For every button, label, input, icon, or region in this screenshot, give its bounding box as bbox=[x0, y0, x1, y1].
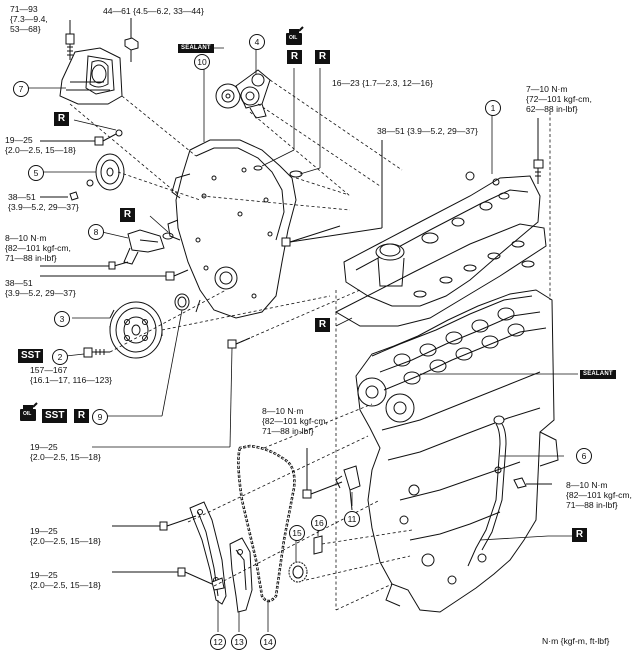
callout-15: 15 bbox=[289, 525, 305, 541]
callout-9: 9 bbox=[92, 409, 108, 425]
ocv-bolt bbox=[108, 261, 129, 270]
torque-spec-head-cover-bolt: 7—10 N·m {72—101 kgf-cm, 62—88 in-lbf} bbox=[526, 84, 592, 114]
replace-part-marker: R bbox=[54, 112, 69, 126]
oil-control-valve bbox=[123, 229, 165, 265]
front-oil-seal bbox=[174, 293, 190, 311]
torque-spec-19-25-c: 19—25 {2.0—2.5, 15—18} bbox=[30, 526, 101, 546]
oil-can-icon: OIL bbox=[18, 402, 38, 422]
head-cover-gasket bbox=[334, 223, 547, 327]
drive-belt-auto-tensioner bbox=[215, 69, 271, 119]
torque-spec-38-51-mid: 38—51 {3.9—5.2, 29—37} bbox=[5, 278, 76, 298]
callout-4: 4 bbox=[249, 34, 265, 50]
torque-spec-mount-bolt: 71—93 {7.3—9.4, 53—68} bbox=[10, 4, 48, 34]
mount-nut-top bbox=[124, 37, 139, 62]
mount-bolt-top bbox=[65, 33, 75, 60]
units-note: N·m {kgf-m, ft-lbf} bbox=[542, 636, 610, 646]
torque-spec-mount-nut: 44—61 {4.5—6.2, 33—44} bbox=[103, 6, 204, 16]
callout-8: 8 bbox=[88, 224, 104, 240]
engine-front-cover bbox=[167, 139, 297, 319]
timing-chain bbox=[237, 444, 296, 603]
replace-part-marker: R bbox=[287, 50, 302, 64]
replace-part-marker: R bbox=[572, 528, 587, 542]
chain-guide-bolt-lower bbox=[177, 567, 213, 585]
replace-part-marker: R bbox=[74, 409, 89, 423]
callout-2: 2 bbox=[52, 349, 68, 365]
callout-11: 11 bbox=[344, 511, 360, 527]
cover-seal-small bbox=[253, 165, 263, 171]
torque-spec-chain-tensioner: 8—10 N·m {82—101 kgf-cm, 71—88 in-lbf} bbox=[262, 406, 328, 436]
callout-12: 12 bbox=[210, 634, 226, 650]
callout-10: 10 bbox=[194, 54, 210, 70]
engine-mount-bracket bbox=[59, 47, 123, 105]
callout-16: 16 bbox=[311, 515, 327, 531]
oil-can-label: OIL bbox=[23, 411, 32, 417]
torque-spec-oil-gauge-bolt: 8—10 N·m {82—101 kgf-cm, 71—88 in-lbf} bbox=[566, 480, 632, 510]
crankshaft-sprocket bbox=[288, 561, 308, 583]
callout-5: 5 bbox=[28, 165, 44, 181]
callout-6: 6 bbox=[576, 448, 592, 464]
sealant-tag: SEALANT bbox=[178, 44, 214, 53]
special-service-tool-marker: SST bbox=[42, 409, 68, 423]
torque-spec-38-51-right: 38—51 {3.9—5.2, 29—37} bbox=[377, 126, 478, 136]
chain-tensioner bbox=[335, 465, 361, 511]
front-cover-bolt-b bbox=[165, 269, 189, 281]
engine-block-assembly bbox=[355, 289, 559, 613]
replace-part-marker: R bbox=[315, 50, 330, 64]
torque-spec-ocv-bolt: 8—10 N·m {82—101 kgf-cm, 71—88 in-lbf} bbox=[5, 233, 71, 263]
torque-spec-19-25-b: 19—25 {2.0—2.5, 15—18} bbox=[30, 442, 101, 462]
torque-spec-19-25-a: 19—25 {2.0—2.5, 15—18} bbox=[5, 135, 76, 155]
idler-pulley bbox=[69, 153, 125, 201]
tensioner-arm bbox=[211, 537, 253, 613]
torque-spec-16-23: 16—23 {1.7—2.3, 12—16} bbox=[332, 78, 433, 88]
spark-plug-tube-seals bbox=[413, 240, 535, 298]
callout-14: 14 bbox=[260, 634, 276, 650]
oil-can-icon: OIL bbox=[284, 26, 304, 46]
special-service-tool-marker: SST bbox=[18, 349, 44, 363]
cylinder-head-cover bbox=[343, 171, 541, 307]
sealant-tag: SEALANT bbox=[580, 370, 616, 379]
cover-o-ring bbox=[289, 170, 303, 178]
head-cover-bolt bbox=[533, 159, 544, 184]
oil-gauge-bolt bbox=[513, 477, 552, 489]
torque-spec-crank-bolt: 157—167 {16.1—17, 116—123} bbox=[30, 365, 113, 385]
callout-7: 7 bbox=[13, 81, 29, 97]
replace-part-marker: R bbox=[315, 318, 330, 332]
crankshaft-pulley bbox=[109, 301, 163, 359]
oil-pump-o-ring bbox=[162, 232, 174, 240]
torque-spec-38-51-left: 38—51 {3.9—5.2, 29—37} bbox=[8, 192, 79, 212]
chain-guide-bolt-upper bbox=[159, 515, 197, 531]
torque-spec-19-25-d: 19—25 {2.0—2.5, 15—18} bbox=[30, 570, 101, 590]
replace-part-marker: R bbox=[120, 208, 135, 222]
oil-can-label: OIL bbox=[289, 35, 298, 41]
callout-1: 1 bbox=[485, 100, 501, 116]
callout-3: 3 bbox=[54, 311, 70, 327]
callout-13: 13 bbox=[231, 634, 247, 650]
crankshaft-key bbox=[313, 535, 323, 555]
front-cover-bolt-a bbox=[94, 129, 123, 146]
oil-level-gauge bbox=[467, 415, 507, 567]
crankshaft-pulley-bolt bbox=[83, 347, 110, 358]
